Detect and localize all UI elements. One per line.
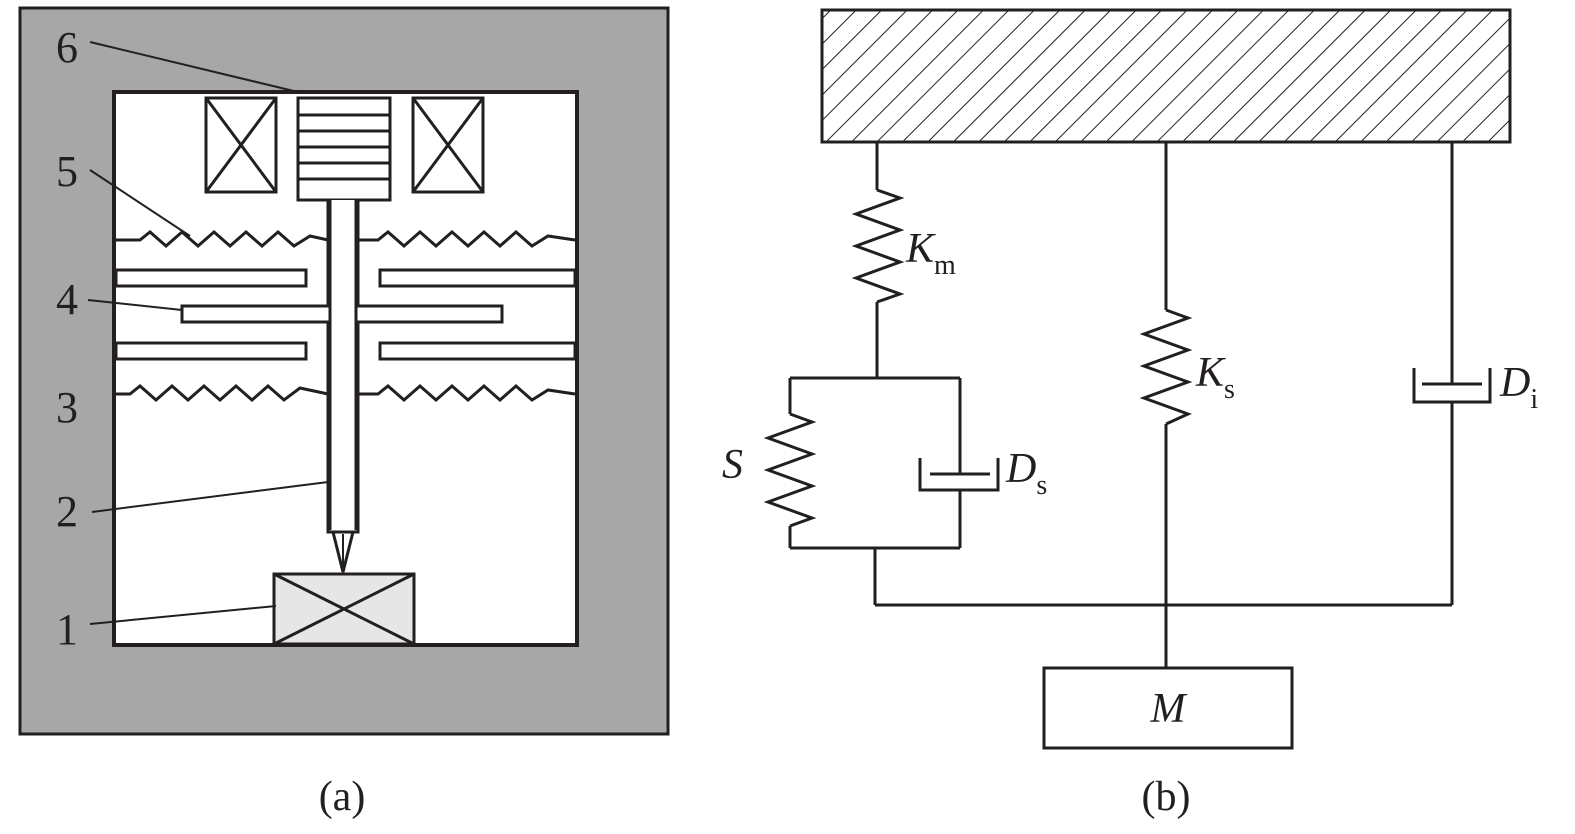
part-number-5: 5 <box>56 147 78 196</box>
coil-right <box>411 96 485 194</box>
figure-b <box>763 8 1512 750</box>
membrane-upper-left <box>116 230 329 248</box>
fixed-ground <box>820 8 1512 144</box>
sample-block <box>272 572 416 646</box>
leader-lines <box>87 41 329 625</box>
spring-km <box>851 142 905 378</box>
symbol-s: S <box>722 442 743 488</box>
membrane-lower-left <box>116 384 329 402</box>
part-number-3: 3 <box>56 383 78 432</box>
figure-b-symbols: Km Ks Di Ds S M <box>722 226 1538 732</box>
symbol-km: Km <box>905 226 956 281</box>
figure-a: 6 5 4 3 2 1 (a) <box>18 6 670 820</box>
fixed-plates <box>114 268 577 361</box>
part-number-4: 4 <box>56 275 78 324</box>
symbol-m: M <box>1150 686 1188 732</box>
part-number-2: 2 <box>56 487 78 536</box>
spring-ks <box>1139 142 1193 668</box>
damper-di <box>1412 142 1492 605</box>
parallel-s-ds <box>763 376 1000 605</box>
symbol-ks: Ks <box>1195 350 1235 405</box>
plate-stack <box>296 96 392 202</box>
membrane-upper-right <box>358 230 576 248</box>
part-number-6: 6 <box>56 23 78 72</box>
symbol-di: Di <box>1499 360 1538 415</box>
symbol-ds: Ds <box>1005 446 1047 501</box>
coil-left <box>204 96 278 194</box>
membrane-lower-right <box>358 384 576 402</box>
mass-block <box>1042 666 1294 750</box>
part-number-1: 1 <box>56 605 78 654</box>
caption-b: (b) <box>1142 774 1191 820</box>
caption-a: (a) <box>319 774 366 820</box>
